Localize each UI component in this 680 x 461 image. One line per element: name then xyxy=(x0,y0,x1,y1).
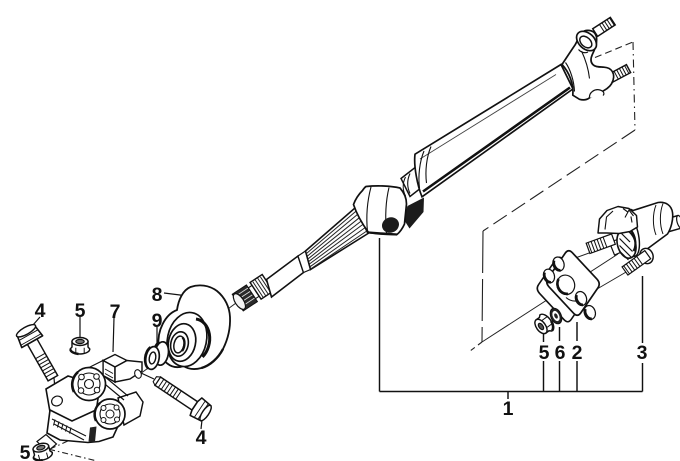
svg-text:2: 2 xyxy=(572,342,583,364)
svg-text:1: 1 xyxy=(503,398,514,420)
svg-text:3: 3 xyxy=(637,342,648,364)
svg-text:5: 5 xyxy=(20,442,31,461)
svg-text:8: 8 xyxy=(152,284,163,306)
svg-text:4: 4 xyxy=(196,427,207,449)
svg-text:4: 4 xyxy=(35,300,46,322)
svg-text:6: 6 xyxy=(555,342,566,364)
svg-text:5: 5 xyxy=(539,342,550,364)
svg-text:9: 9 xyxy=(152,310,163,332)
svg-text:7: 7 xyxy=(110,301,121,323)
svg-text:5: 5 xyxy=(75,300,86,322)
